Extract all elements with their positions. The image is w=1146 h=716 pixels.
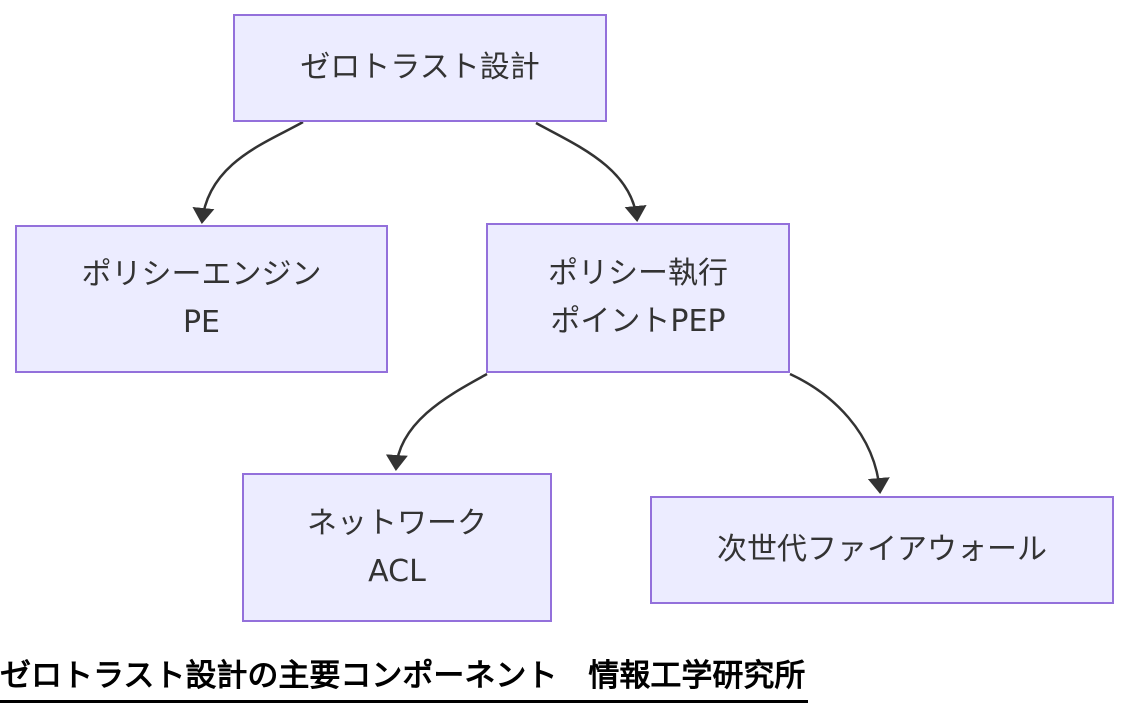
edge-pep-to-network-acl bbox=[385, 372, 488, 471]
node-label: ACL bbox=[368, 553, 426, 589]
edge-pep-to-ngfw bbox=[789, 372, 890, 494]
diagram-caption: ゼロトラスト設計の主要コンポーネント 情報工学研究所 bbox=[0, 652, 809, 703]
node-network-acl: ネットワーク ACL bbox=[242, 473, 552, 622]
node-label: ネットワーク bbox=[307, 505, 487, 541]
node-policy-enforcement-point: ポリシー執行 ポイントPEP bbox=[486, 223, 790, 373]
node-label: PE bbox=[182, 305, 221, 340]
node-next-gen-firewall: 次世代ファイアウォール bbox=[650, 496, 1114, 604]
node-label: ポリシーエンジン bbox=[81, 257, 322, 292]
node-label: ポリシー執行 bbox=[548, 256, 728, 291]
node-policy-engine: ポリシーエンジン PE bbox=[15, 225, 388, 373]
edge-zero-trust-to-pep bbox=[535, 121, 647, 222]
node-label: ポイントPEP bbox=[550, 304, 726, 339]
node-zero-trust-design: ゼロトラスト設計 bbox=[233, 14, 607, 122]
node-label: 次世代ファイアウォール bbox=[717, 532, 1047, 567]
node-label: ゼロトラスト設計 bbox=[300, 50, 540, 85]
edge-zero-trust-to-policy-engine bbox=[192, 120, 304, 224]
